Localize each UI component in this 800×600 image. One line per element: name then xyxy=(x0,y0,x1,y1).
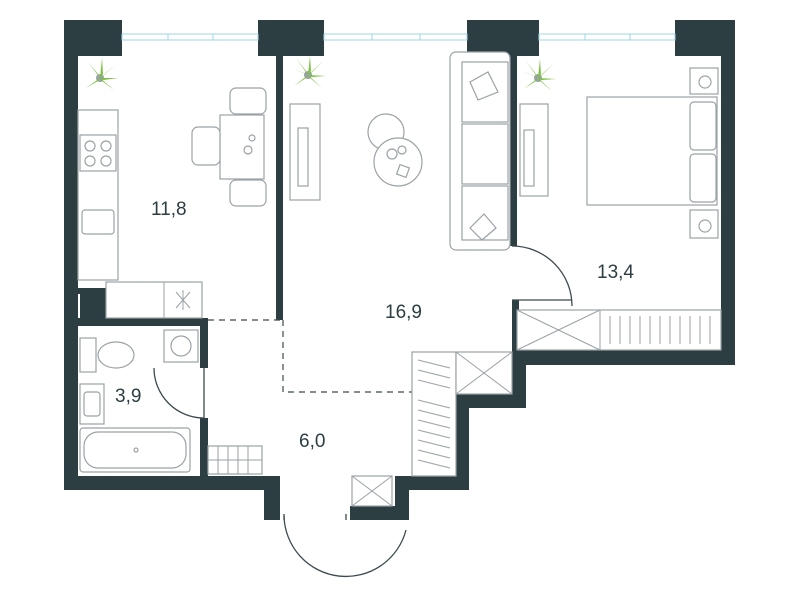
bathroom xyxy=(79,329,205,473)
kitchen xyxy=(77,58,267,319)
plant-icon xyxy=(84,58,118,90)
wardrobe-hangers xyxy=(609,316,711,344)
room-area-kitchen: 11,8 xyxy=(151,199,187,220)
windows xyxy=(121,33,676,41)
plant-icon xyxy=(522,59,556,91)
room-area-living: 16,9 xyxy=(385,302,422,323)
walls xyxy=(64,20,735,520)
hall xyxy=(207,351,513,578)
room-area-bathroom: 3,9 xyxy=(115,386,141,407)
room-area-hall: 6,0 xyxy=(299,431,325,452)
room-area-bedroom: 13,4 xyxy=(597,262,634,283)
plant-icon xyxy=(292,56,326,88)
living-room xyxy=(208,51,573,393)
bedroom xyxy=(516,59,722,351)
